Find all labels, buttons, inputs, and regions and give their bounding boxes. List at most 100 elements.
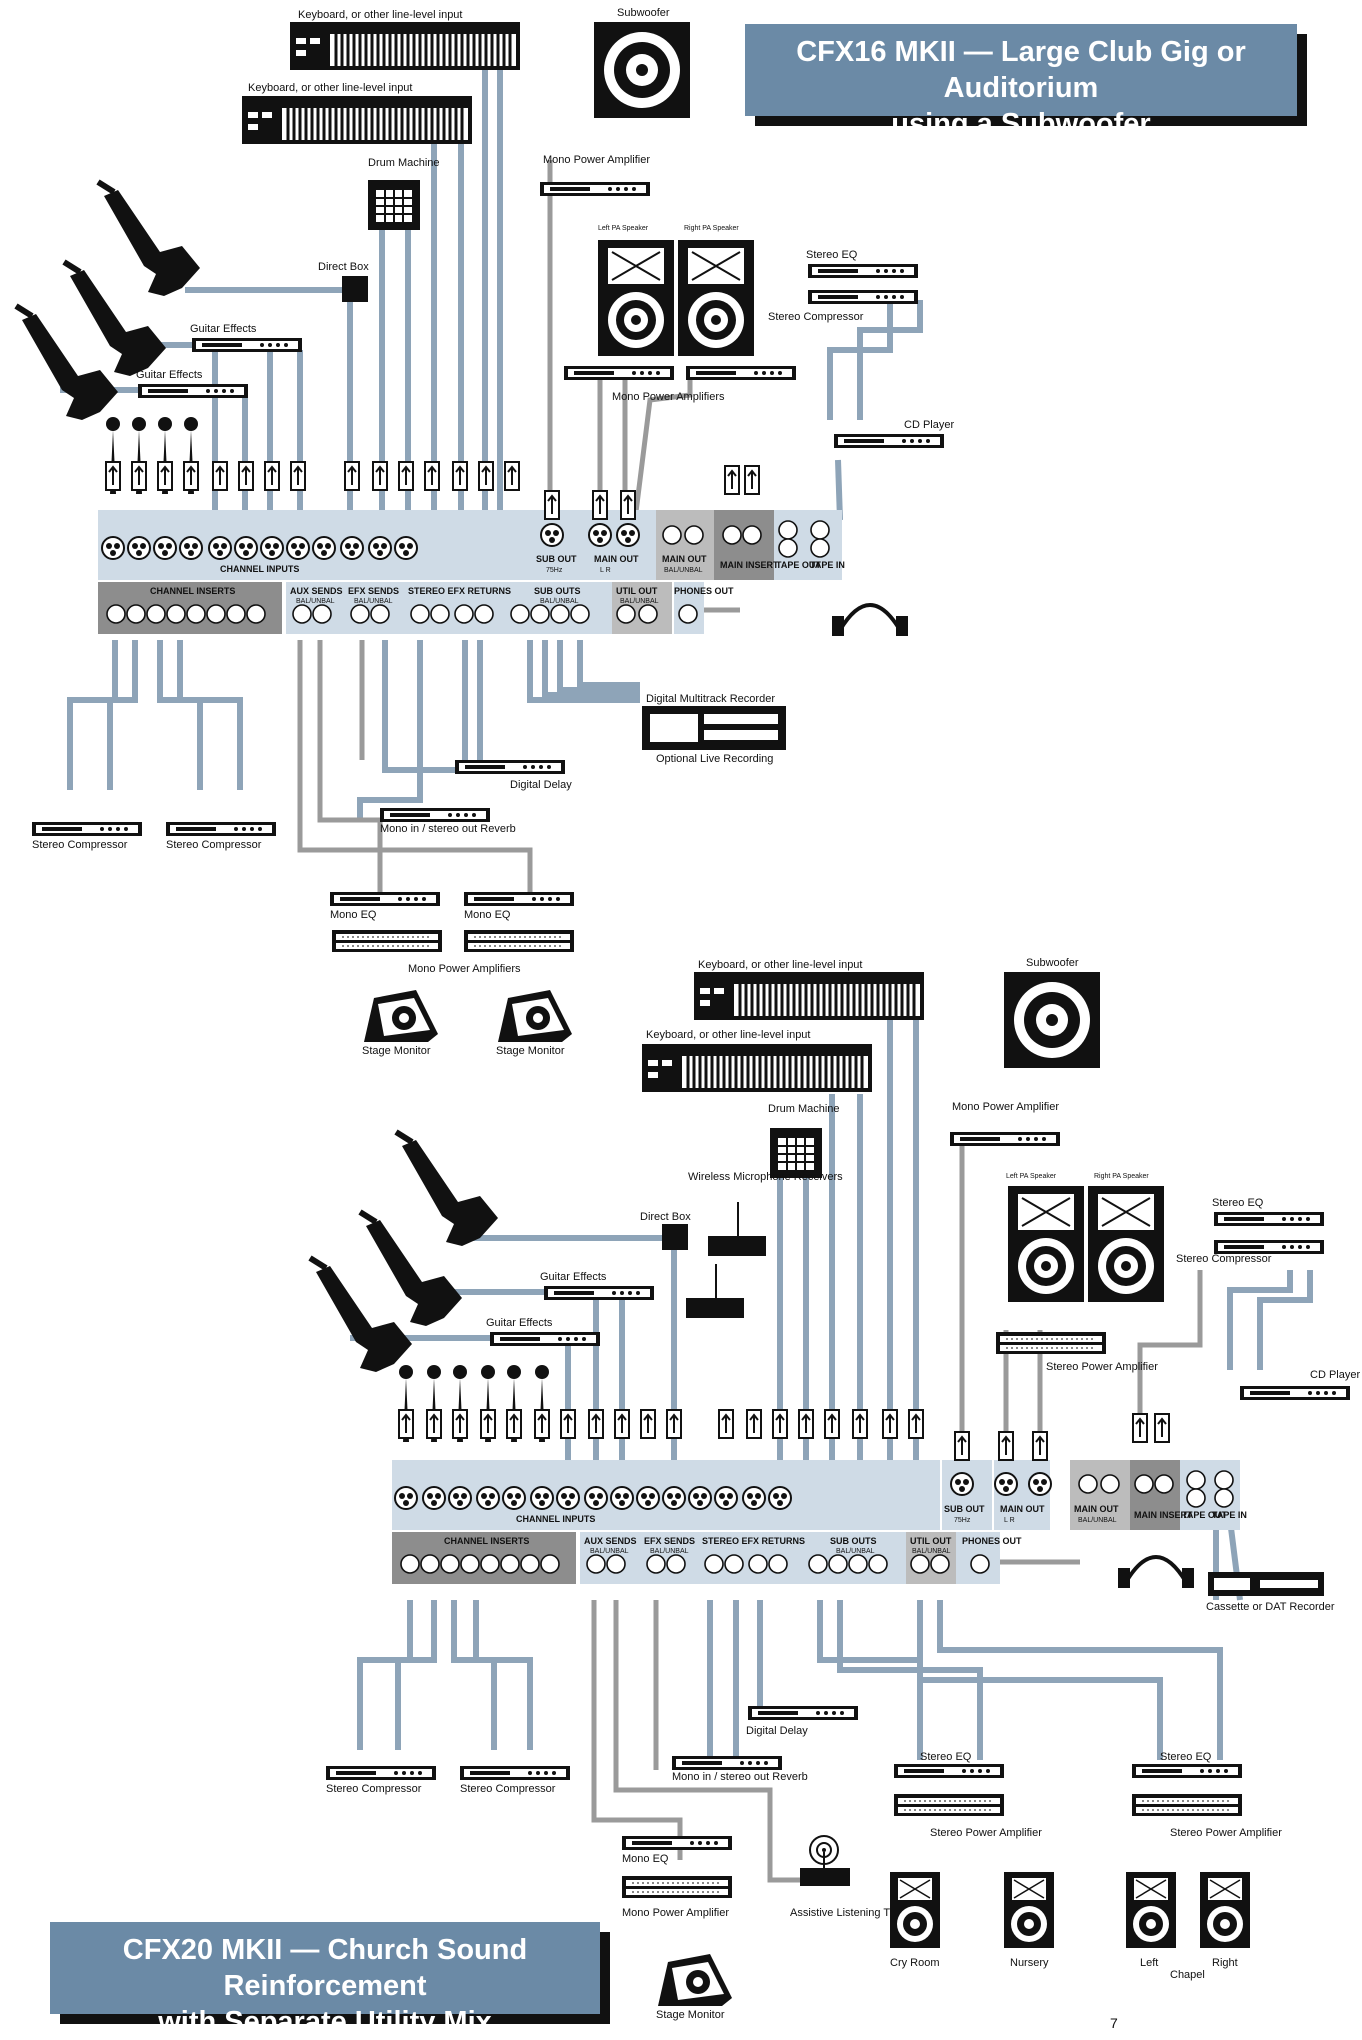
bottom-mono-power-amp-icon <box>950 1132 1060 1146</box>
top-mono-power-amps-icon-a <box>564 366 674 380</box>
bottom-stereo-comp-a-icon <box>326 1766 436 1780</box>
bottom-cables <box>350 1020 1313 1760</box>
bottom-mono-power-amp-label: Mono Power Amplifier <box>952 1101 1059 1113</box>
bottom-right-pa-label: Right PA Speaker <box>1094 1173 1149 1180</box>
top-right-pa-label: Right PA Speaker <box>684 225 739 232</box>
bottom-guitar-fx-2-label: Guitar Effects <box>486 1317 553 1329</box>
top-mono-power-amps-icon-b <box>686 366 796 380</box>
bottom-stereo-comp-b-label: Stereo Compressor <box>460 1783 556 1795</box>
top-main-out-bal-label: MAIN OUT <box>662 554 707 564</box>
bottom-cassette-label: Cassette or DAT Recorder <box>1206 1601 1335 1613</box>
top-stereo-comp-icon <box>808 290 918 304</box>
bottom-stage-monitor-label: Stage Monitor <box>656 2009 725 2021</box>
top-stereo-comp-a-label: Stereo Compressor <box>32 839 128 851</box>
bottom-guitar-fx-1-icon <box>544 1286 654 1300</box>
top-mono-eq-b-icon <box>464 892 574 906</box>
bottom-stereo-power-amp-label: Stereo Power Amplifier <box>1046 1361 1158 1373</box>
top-cables <box>60 70 923 820</box>
top-main-out-label: MAIN OUT <box>594 554 639 564</box>
top-sub-outs-label: SUB OUTS <box>534 586 581 596</box>
bottom-mono-power-amp2-icon <box>621 1875 733 1899</box>
top-optional-live-label: Optional Live Recording <box>656 753 773 765</box>
top-left-pa-speaker-icon <box>597 239 675 357</box>
bottom-nursery-label: Nursery <box>1010 1957 1049 1969</box>
top-direct-box-icon <box>342 276 368 302</box>
bottom-stereo-power-amp-b-label: Stereo Power Amplifier <box>1170 1827 1282 1839</box>
top-stage-monitor-a-icon <box>364 990 438 1042</box>
top-headphones-icon <box>838 603 902 632</box>
top-stage-monitor-b-label: Stage Monitor <box>496 1045 565 1057</box>
bottom-subwoofer-label: Subwoofer <box>1026 957 1079 969</box>
title-top-line1: CFX16 MKII — Large Club Gig or Auditoriu… <box>796 36 1246 104</box>
top-stereo-eq-icon <box>808 264 918 278</box>
bottom-subwoofer-icon <box>1004 972 1100 1068</box>
top-sub-bal-unbal: BAL/UNBAL <box>540 598 579 605</box>
top-aux-bal-unbal: BAL/UNBAL <box>296 598 335 605</box>
top-reverb-label: Mono in / stereo out Reverb <box>380 823 516 835</box>
bottom-drum-machine-label: Drum Machine <box>768 1103 840 1115</box>
bottom-keyboard-1-label: Keyboard, or other line-level input <box>698 959 862 971</box>
top-util-out-label: UTIL OUT <box>616 586 658 596</box>
bottom-stereo-eq-a-label: Stereo EQ <box>920 1751 972 1763</box>
top-right-pa-speaker-icon <box>677 239 755 357</box>
bottom-stereo-power-amp-icon <box>995 1331 1107 1355</box>
bottom-tape-out-label: TAPE OUT <box>1182 1510 1227 1520</box>
bottom-phones-out-label: PHONES OUT <box>962 1536 1022 1546</box>
page-number: 7 <box>1110 2015 1118 2031</box>
bottom-guitar-2-icon <box>360 1212 462 1326</box>
bottom-sub-out-label: SUB OUT <box>944 1504 985 1514</box>
bottom-stereo-eq-icon <box>1214 1212 1324 1226</box>
bottom-left-pa-label: Left PA Speaker <box>1006 1173 1057 1180</box>
top-guitar-fx-2-icon <box>138 384 248 398</box>
top-mono-power-amp-label: Mono Power Amplifier <box>543 154 650 166</box>
bottom-keyboard-1 <box>692 970 926 1022</box>
top-digital-delay-label: Digital Delay <box>510 779 572 791</box>
bottom-stereo-comp-b-icon <box>460 1766 570 1780</box>
bottom-channel-inputs-label: CHANNEL INPUTS <box>516 1514 595 1524</box>
bottom-stereo-eq-a-icon <box>894 1764 1004 1778</box>
top-mono-power-amplifiers-label: Mono Power Amplifiers <box>408 963 521 975</box>
title-top-line2: using a Subwoofer <box>891 108 1151 140</box>
top-keyboard-2 <box>240 94 474 146</box>
bottom-direct-box-icon <box>662 1224 688 1250</box>
top-guitar-fx-1-label: Guitar Effects <box>190 323 257 335</box>
bottom-main-out-label: MAIN OUT <box>1000 1504 1045 1514</box>
top-keyboard-1-label: Keyboard, or other line-level input <box>298 9 462 21</box>
bottom-main-out-bal-sub: BAL/UNBAL <box>1078 1517 1117 1524</box>
top-mono-power-amps-label: Mono Power Amplifiers <box>612 391 725 403</box>
bottom-aux-bal-unbal: BAL/UNBAL <box>590 1548 629 1555</box>
top-efx-bal-unbal: BAL/UNBAL <box>354 598 393 605</box>
top-sub-out-sub: 75Hz <box>546 567 563 574</box>
bottom-stereo-comp-label: Stereo Compressor <box>1176 1253 1272 1265</box>
bottom-wireless-label: Wireless Microphone Receivers <box>688 1171 843 1183</box>
top-util-bal-unbal: BAL/UNBAL <box>620 598 659 605</box>
bottom-stereo-power-amp-b-icon <box>1131 1793 1243 1817</box>
bottom-stage-monitor-icon <box>658 1954 732 2006</box>
bottom-stereo-eq-b-icon <box>1132 1764 1242 1778</box>
bottom-keyboard-2 <box>640 1042 874 1094</box>
bottom-sub-outs-label: SUB OUTS <box>830 1536 877 1546</box>
bottom-cry-room-speaker-icon <box>889 1871 941 1949</box>
top-stereo-comp-label: Stereo Compressor <box>768 311 864 323</box>
bottom-sub-out-sub: 75Hz <box>954 1517 971 1524</box>
top-cd-player-icon <box>834 434 944 448</box>
top-mono-power-amp-a-icon <box>331 929 443 953</box>
top-guitar-fx-2-label: Guitar Effects <box>136 369 203 381</box>
top-mono-power-amp-icon <box>540 182 650 196</box>
top-subwoofer-icon <box>594 22 690 118</box>
bottom-stereo-efx-returns-label: STEREO EFX RETURNS <box>702 1536 805 1546</box>
bottom-main-out-bal-label: MAIN OUT <box>1074 1504 1119 1514</box>
bottom-stereo-power-amp-a-icon <box>893 1793 1005 1817</box>
top-direct-box-label: Direct Box <box>318 261 369 273</box>
top-guitar-fx-1-icon <box>192 338 302 352</box>
top-tape-out-label: TAPE OUT <box>776 560 821 570</box>
title-bottom-line1: CFX20 MKII — Church Sound Reinforcement <box>122 1934 528 2002</box>
top-stereo-comp-b-label: Stereo Compressor <box>166 839 262 851</box>
top-stereo-efx-returns-label: STEREO EFX RETURNS <box>408 586 511 596</box>
top-main-insert-label: MAIN INSERT <box>720 560 779 570</box>
bottom-wireless-receiver-a-icon <box>708 1236 766 1256</box>
bottom-cd-player-label: CD Player <box>1310 1369 1360 1381</box>
bottom-main-insert-label: MAIN INSERT <box>1134 1510 1193 1520</box>
top-stereo-comp-a-icon <box>32 822 142 836</box>
bottom-reverb-label: Mono in / stereo out Reverb <box>672 1771 808 1783</box>
